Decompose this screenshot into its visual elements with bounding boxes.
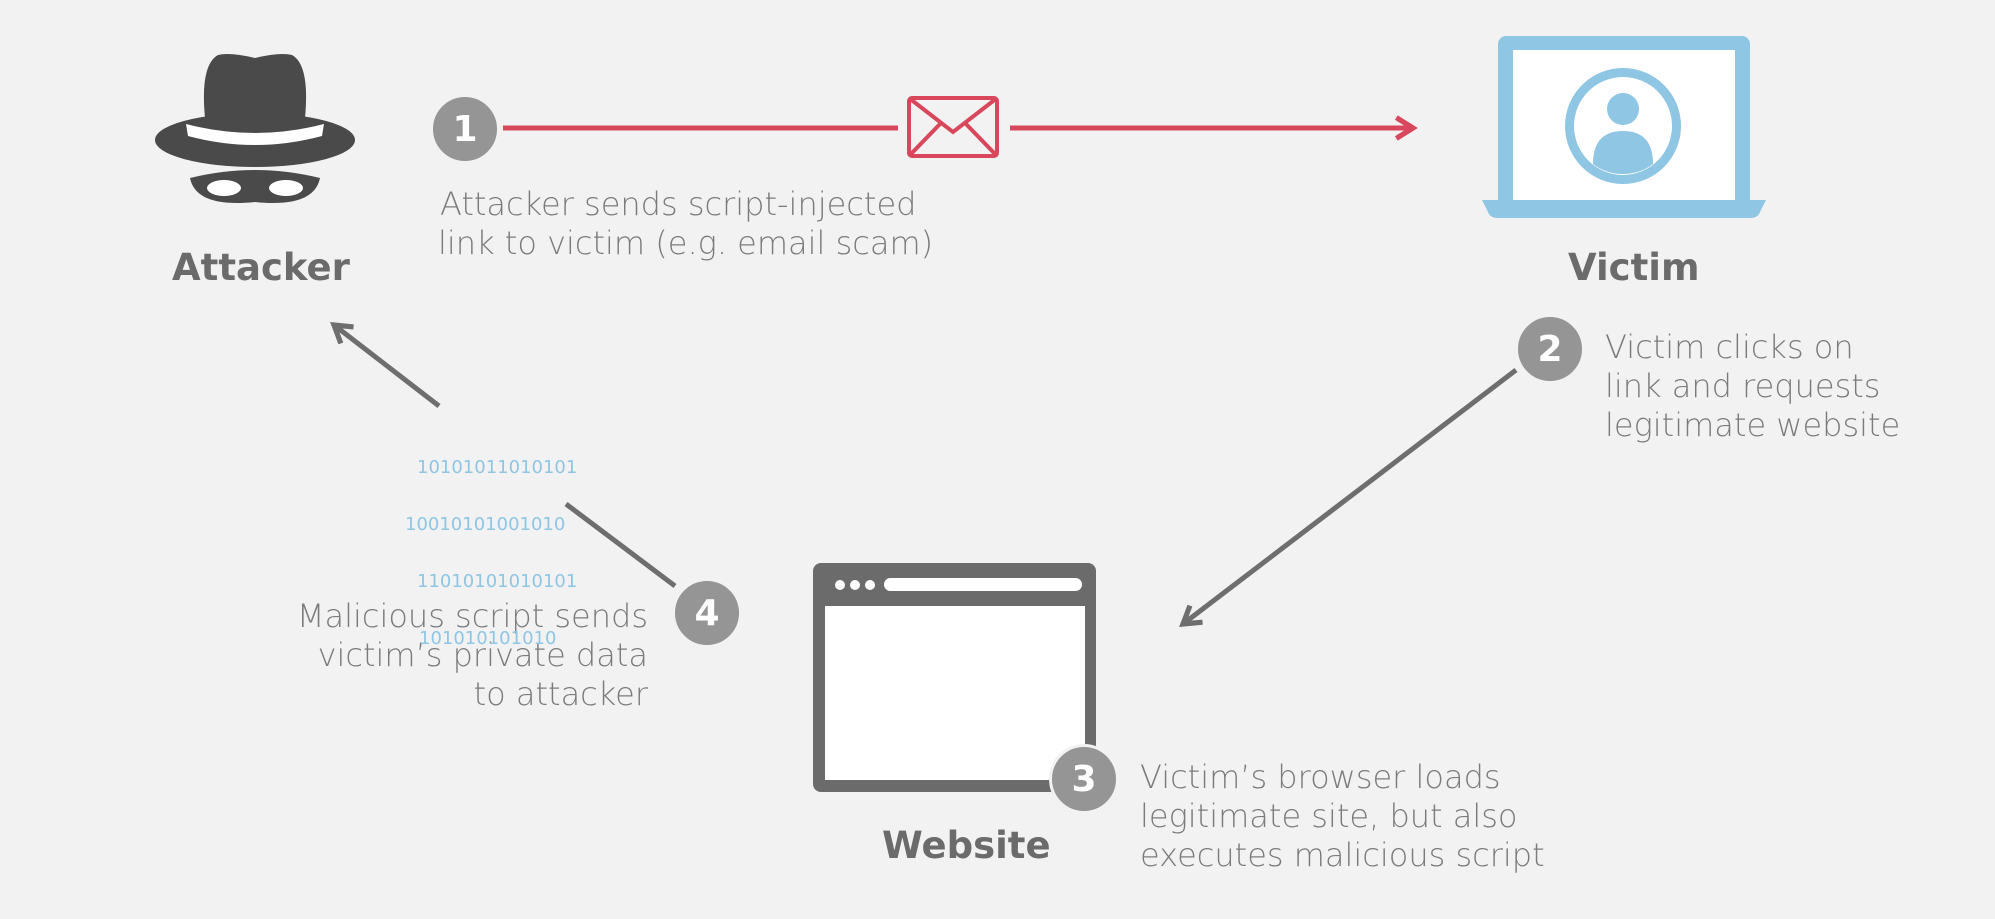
- laptop-user-icon: [1482, 36, 1766, 218]
- website-label: Website: [882, 824, 1051, 867]
- victim-label: Victim: [1568, 246, 1700, 289]
- browser-window-icon: [813, 563, 1096, 792]
- step-4-badge: 4: [672, 578, 742, 648]
- envelope-icon: [907, 96, 999, 158]
- step-2-description: Victim clicks on link and requests legit…: [1605, 328, 1901, 444]
- step-1-description: Attacker sends script-injected link to v…: [438, 185, 934, 262]
- step-1-badge: 1: [430, 94, 500, 164]
- step-4-arrow: [334, 325, 441, 408]
- hat-and-mask-icon: [155, 54, 355, 203]
- attacker-label: Attacker: [172, 246, 350, 289]
- step-3-description: Victim’s browser loads legitimate site, …: [1140, 758, 1545, 874]
- step-4-arrow-segment: [564, 502, 677, 588]
- step-2-badge: 2: [1515, 314, 1585, 384]
- step-3-badge: 3: [1049, 744, 1119, 814]
- binary-data: 10101011010101 10010101001010 1101010101…: [405, 457, 578, 649]
- step-4-description: Malicious script sends victim’s private …: [296, 597, 648, 713]
- step-2-arrow: [1183, 368, 1518, 624]
